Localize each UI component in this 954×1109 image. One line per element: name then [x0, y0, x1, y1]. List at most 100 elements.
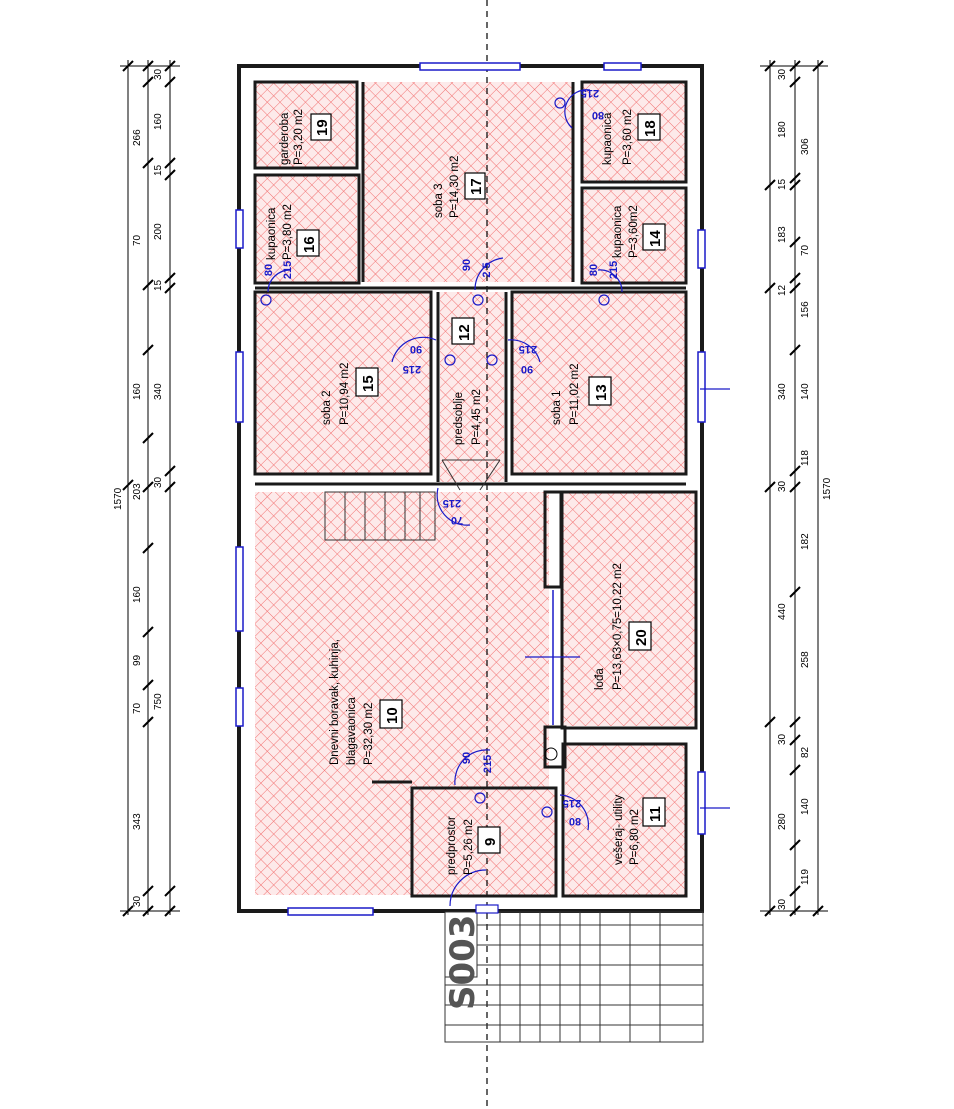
window-10-bottom — [287, 907, 374, 916]
door-label-w: 80 — [569, 815, 581, 827]
svg-text:160: 160 — [132, 383, 143, 400]
dim-left-750: 750 — [153, 693, 164, 710]
svg-text:99: 99 — [132, 654, 143, 666]
window-16 — [235, 209, 244, 249]
room-15-name: soba 2 — [321, 390, 333, 425]
svg-text:12: 12 — [777, 284, 788, 296]
door-label-h: 215 — [563, 797, 581, 809]
svg-text:280: 280 — [777, 813, 788, 830]
room-10-number: 10 — [384, 707, 401, 724]
dim-left-outer: 343 — [132, 813, 143, 830]
svg-text:118: 118 — [800, 450, 811, 466]
svg-text:70: 70 — [132, 702, 143, 714]
svg-text:258: 258 — [800, 651, 811, 668]
door-label-w: 90 — [461, 752, 473, 764]
svg-text:70: 70 — [132, 234, 143, 246]
svg-text:30: 30 — [777, 898, 788, 910]
svg-text:340: 340 — [153, 383, 164, 400]
svg-text:30: 30 — [153, 476, 164, 488]
room-17-area: P=14,30 m2 — [449, 156, 461, 218]
room-16-area: P=3,80 m2 — [282, 204, 294, 260]
room-18-area: P=3,60 m2 — [622, 109, 634, 165]
svg-text:30: 30 — [153, 68, 164, 80]
wall-column — [543, 490, 563, 589]
room-fills — [255, 82, 696, 895]
wall-14 — [580, 186, 688, 285]
wall-9 — [410, 786, 558, 898]
room-13-area: P=11,02 m2 — [569, 364, 581, 425]
door-entry — [449, 869, 487, 907]
room-9-name: predprostor — [446, 816, 458, 875]
window-15 — [235, 351, 244, 423]
door-label-h: 215 — [581, 87, 599, 99]
wall-16 — [253, 173, 361, 285]
room-15-area: P=10,94 m2 — [339, 363, 351, 425]
svg-text:200: 200 — [153, 223, 164, 240]
room-18-fill — [582, 82, 685, 182]
wall-11 — [561, 742, 688, 898]
room-15-fill — [255, 292, 430, 473]
door-label-w: 90 — [461, 259, 473, 271]
svg-text:82: 82 — [800, 746, 811, 758]
door-14 — [597, 269, 623, 293]
left-ticks — [122, 60, 176, 917]
svg-text:180: 180 — [777, 121, 788, 138]
wall-19 — [253, 80, 359, 170]
room-20-area: P=13,63×0,75=10,22 m2 — [612, 563, 624, 690]
walls — [237, 64, 704, 913]
entry-threshold — [475, 904, 499, 914]
shaft-icon — [544, 747, 558, 761]
wall-13 — [510, 290, 688, 476]
door-stairs — [436, 487, 471, 526]
sheet-tag: S003 — [443, 915, 483, 1010]
room-17-name: soba 3 — [433, 183, 445, 218]
door-label-w: 70 — [451, 514, 463, 526]
room-19-fill — [255, 82, 355, 167]
svg-text:160: 160 — [132, 586, 143, 603]
dimensions: 266 70 160 203 160 99 70 343 30 30 160 1… — [113, 60, 833, 917]
window-18 — [603, 62, 642, 71]
door-label-w: 80 — [263, 264, 275, 276]
window-10a — [235, 546, 244, 632]
room-14-area: P=3,60m2 — [628, 205, 640, 258]
room-9-number: 9 — [482, 838, 499, 846]
door-label-w: 90 — [521, 363, 533, 375]
door-16 — [267, 269, 291, 293]
svg-text:340: 340 — [777, 383, 788, 400]
svg-text:30: 30 — [777, 480, 788, 492]
door-11 — [559, 794, 590, 831]
room-20-fill — [563, 492, 696, 726]
room-16-number: 16 — [301, 236, 318, 253]
door-17 — [474, 257, 504, 291]
dim-right-total: 1570 — [822, 477, 833, 500]
svg-text:156: 156 — [800, 301, 811, 318]
svg-text:183: 183 — [777, 226, 788, 243]
stairs-upper — [324, 491, 436, 541]
dim-left-outer: 266 — [132, 129, 143, 146]
svg-text:119: 119 — [800, 869, 811, 885]
dim-left-outer: 203 — [132, 483, 143, 500]
room-12-name: predsoblje — [453, 392, 465, 445]
room-19-area: P=3,20 m2 — [293, 109, 305, 165]
room-11-name: vešeraj- utility — [613, 794, 625, 865]
room-15-number: 15 — [360, 375, 377, 392]
room-12-area: P=4,45 m2 — [471, 389, 483, 445]
stairs-exterior — [444, 911, 704, 1043]
svg-text:440: 440 — [777, 603, 788, 620]
room-14-fill — [582, 190, 685, 282]
wall-15 — [253, 290, 433, 476]
room-13-number: 13 — [593, 384, 610, 401]
windows — [235, 62, 730, 916]
door-label-w: 90 — [410, 343, 422, 355]
room-19-number: 19 — [314, 119, 331, 136]
door-18 — [564, 89, 591, 129]
room-14-number: 14 — [647, 230, 664, 247]
svg-text:15: 15 — [153, 279, 164, 291]
room-16-name: kupaonica — [266, 207, 278, 260]
room-20-number: 20 — [633, 629, 650, 646]
svg-text:140: 140 — [800, 798, 811, 815]
stairs — [324, 459, 704, 1043]
svg-text:70: 70 — [800, 244, 811, 256]
window-10b — [235, 687, 244, 727]
